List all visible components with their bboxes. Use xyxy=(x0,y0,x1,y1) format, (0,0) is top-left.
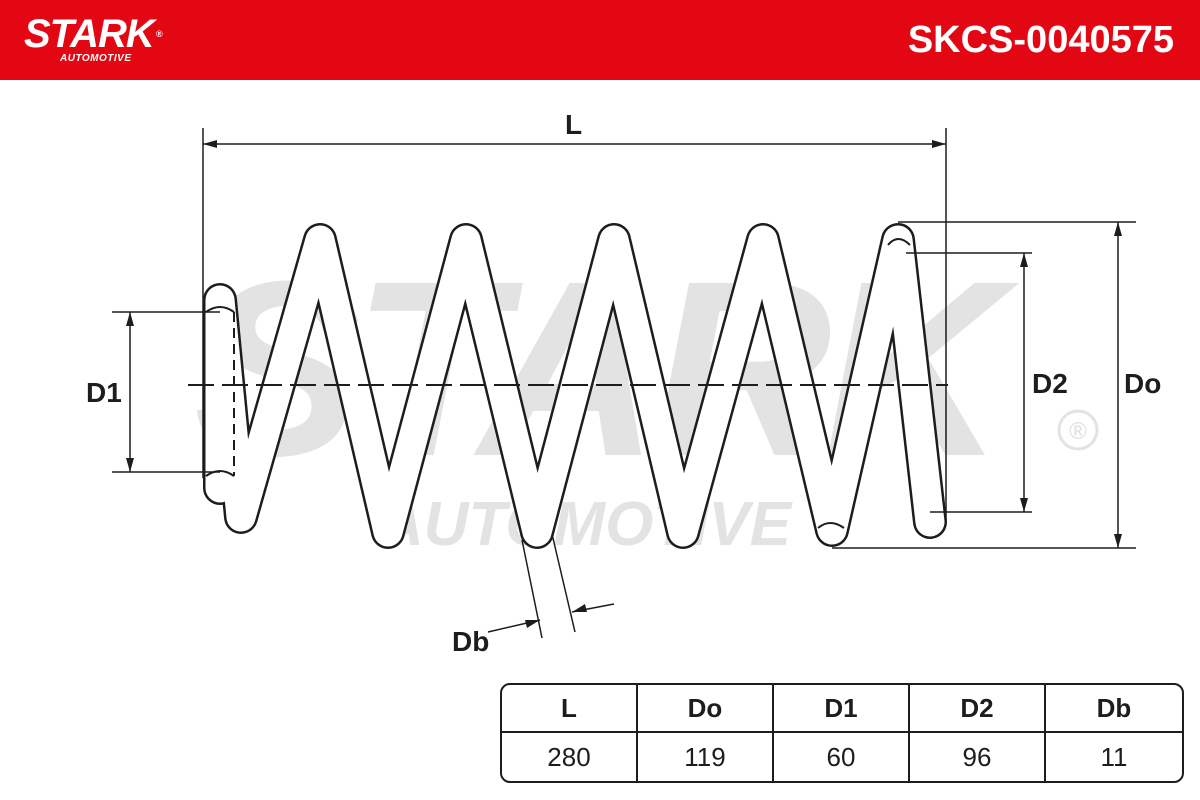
dim-Db-arrow-right xyxy=(572,604,587,612)
dim-D1-arrow-top xyxy=(126,312,134,326)
coil-bottom-end-arc xyxy=(817,522,845,529)
dim-D1-arrow-bottom xyxy=(126,458,134,472)
spec-value-D2: 96 xyxy=(910,733,1046,781)
dim-Db-ext-right xyxy=(551,533,576,633)
dim-D2-arrow-bottom xyxy=(1020,498,1028,512)
spec-table: L Do D1 D2 Db 280 119 60 96 11 xyxy=(500,683,1184,783)
watermark-registered-mark: ® xyxy=(1069,418,1087,445)
dim-label-D2: D2 xyxy=(1032,368,1068,399)
spec-header-D1: D1 xyxy=(774,685,910,733)
logo-subtitle: AUTOMOTIVE xyxy=(60,53,132,64)
part-number: SKCS-0040575 xyxy=(907,19,1174,61)
stark-logo: STARK® AUTOMOTIVE xyxy=(24,12,163,64)
dim-label-L: L xyxy=(565,109,583,140)
spec-header-Db: Db xyxy=(1046,685,1182,733)
watermark-registered-circle xyxy=(1057,409,1099,451)
dim-label-Do: Do xyxy=(1124,368,1162,399)
dim-D2-arrow-top xyxy=(1020,253,1028,267)
header-bar: STARK® AUTOMOTIVE SKCS-0040575 xyxy=(0,0,1200,80)
coil-left-bottom-arc xyxy=(205,470,235,477)
coil-fill xyxy=(205,225,945,547)
dim-label-D1: D1 xyxy=(86,377,122,408)
dim-Db-arrow-left xyxy=(525,620,540,628)
dim-Do-arrow-top xyxy=(1114,222,1122,236)
coil-left-top-arc xyxy=(205,306,235,313)
spec-value-Do: 119 xyxy=(638,733,774,781)
spec-header-Do: Do xyxy=(638,685,774,733)
coil-top-end-arc xyxy=(887,238,911,246)
spec-value-Db: 11 xyxy=(1100,741,1128,772)
watermark-automotive: AUTOMOTIVE xyxy=(377,490,793,559)
dim-label-Db: Db xyxy=(452,626,490,657)
dimension-lines xyxy=(112,128,1136,639)
dim-Db-ext-left xyxy=(521,539,543,639)
spec-value-L: 280 xyxy=(502,733,638,781)
spring-coil xyxy=(203,223,947,549)
logo-brand-text: STARK xyxy=(24,12,155,56)
spec-header-D2: D2 xyxy=(910,685,1046,733)
spec-value-D1: 60 xyxy=(774,733,910,781)
dim-L-arrow-right xyxy=(932,140,946,148)
spec-header-L: L xyxy=(502,685,638,733)
dim-Do-arrow-bottom xyxy=(1114,534,1122,548)
logo-registered-mark: ® xyxy=(155,29,163,39)
dim-L-arrow-left xyxy=(203,140,217,148)
